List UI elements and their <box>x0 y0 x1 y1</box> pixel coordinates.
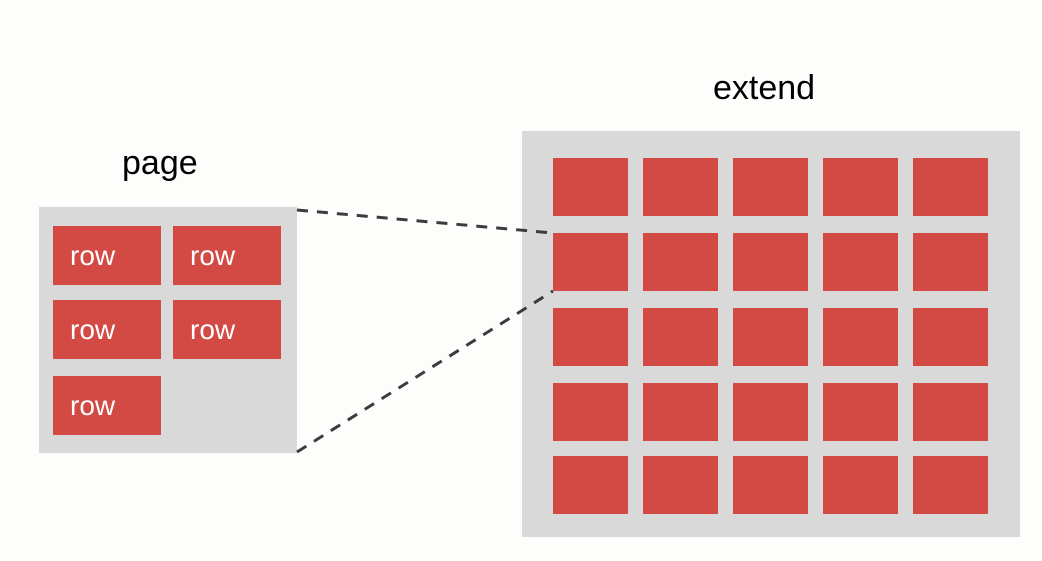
extend-grid-cell <box>643 456 718 514</box>
page-bottom-to-extend-connector <box>296 289 554 454</box>
extend-grid-cell <box>643 233 718 291</box>
extend-grid-cell <box>913 158 988 216</box>
page-row-cell: row <box>173 300 281 359</box>
page-row-cell-label: row <box>190 313 236 345</box>
extend-grid-cell <box>913 383 988 441</box>
extend-grid-cell <box>823 308 898 366</box>
page-row-cell-label: row <box>70 239 116 271</box>
extend-grid-cell <box>733 308 808 366</box>
extend-grid-cell <box>643 308 718 366</box>
extend-grid-cell <box>913 233 988 291</box>
extend-grid-cell <box>823 383 898 441</box>
extend-grid-cell <box>733 456 808 514</box>
page-row-cell: row <box>53 300 161 359</box>
page-row-cell-label: row <box>70 389 116 421</box>
page-row-cell-label: row <box>70 313 116 345</box>
extend-grid-cell <box>823 158 898 216</box>
page-top-to-extend-connector <box>296 208 554 235</box>
extend-grid-cell <box>913 308 988 366</box>
extend-grid-cell <box>643 158 718 216</box>
page-row-cell: row <box>173 226 281 285</box>
extend-grid-cell <box>553 383 628 441</box>
extend-group-title: extend <box>713 69 816 107</box>
extend-grid-cell <box>643 383 718 441</box>
extend-grid-cell <box>733 233 808 291</box>
page-row-cell: row <box>53 226 161 285</box>
page-group-title: page <box>122 144 198 182</box>
page-row-cell-label: row <box>190 239 236 271</box>
extend-grid-cell <box>823 456 898 514</box>
extend-grid-cell <box>553 233 628 291</box>
extend-grid-cell <box>913 456 988 514</box>
extend-grid-cell <box>823 233 898 291</box>
extend-grid-cell <box>553 308 628 366</box>
extend-grid-cell <box>733 383 808 441</box>
page-row-cell: row <box>53 376 161 435</box>
extend-grid-cell <box>553 158 628 216</box>
extend-grid-cell <box>733 158 808 216</box>
extend-grid-cell <box>553 456 628 514</box>
